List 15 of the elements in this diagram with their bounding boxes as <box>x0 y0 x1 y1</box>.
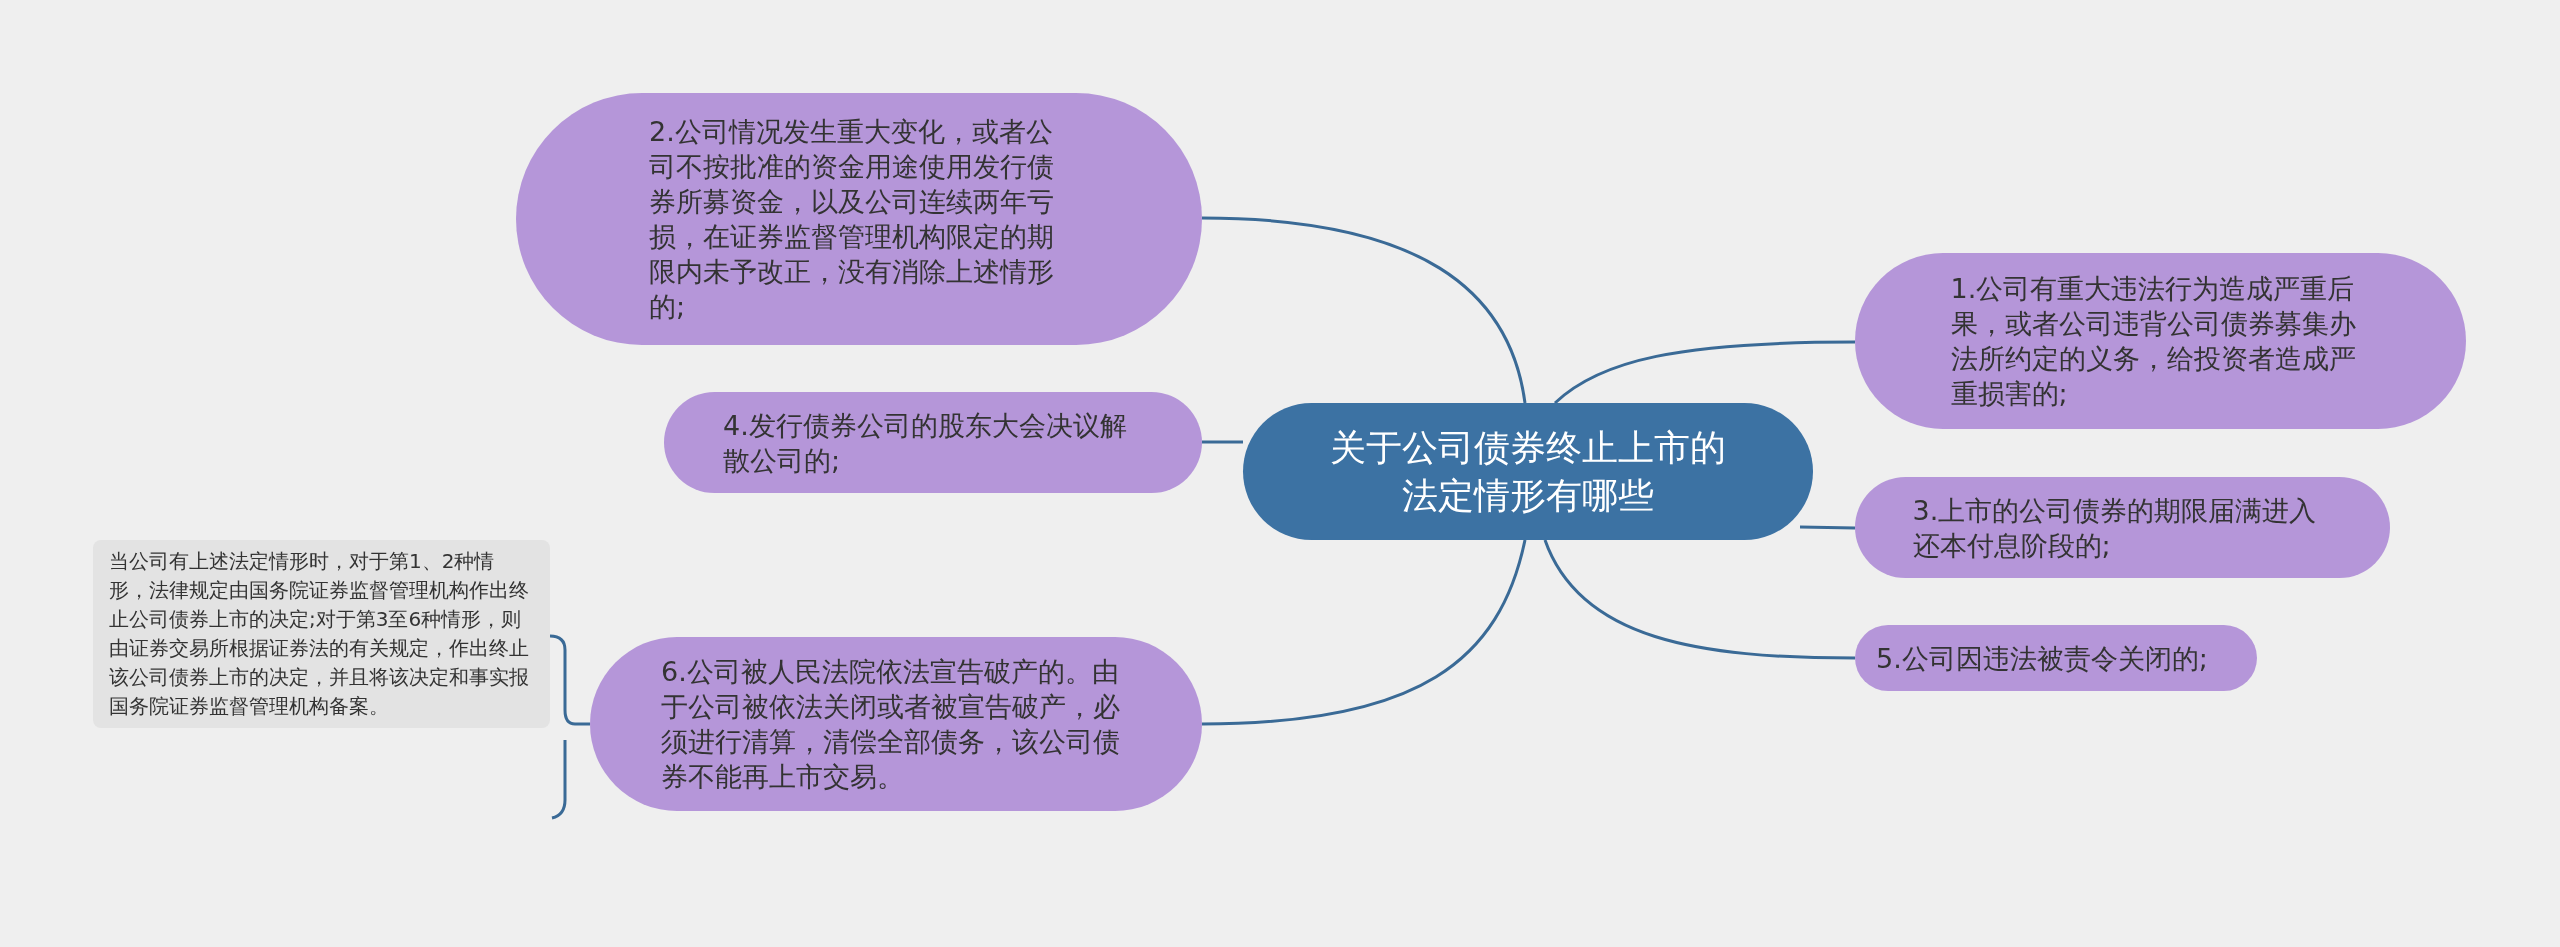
topic-text: 5.公司因违法被责令关闭的; <box>1876 641 2209 676</box>
connector-line <box>1201 539 1527 726</box>
topic-text: 2.公司情况发生重大变化，或者公司不按批准的资金用途使用发行债券所募资金，以及公司连续两年亏损，在证券监督管理机构限定的期限内未予改正，没有消除上述情形的; <box>649 115 1055 324</box>
note-text: 当公司有上述法定情形时，对于第1、2种情形，法律规定由国务院证券监督管理机构作出终止公司债券上市的决定;对于第3至6种情形，则由证券交易所根据证券法的有关规定，作出终止该公司债券上市的决定，并且将该决定和事实报国务院证券监督管理机构备案。 <box>109 548 530 720</box>
connector-line <box>1554 340 1855 405</box>
topic-text: 1.公司有重大违法行为造成严重后果，或者公司违背公司债券募集办法所约定的义务，给投资者造成严重损害的; <box>1950 272 2357 411</box>
connector-line <box>1799 525 1856 530</box>
topic-text: 6.公司被人民法院依法宣告破产的。由于公司被依法关闭或者被宣告破产，必须进行清算，清偿全部债务，该公司债券不能再上市交易。 <box>661 655 1121 794</box>
note-box <box>93 540 550 728</box>
central-topic-text: 关于公司债券终止上市的法定情形有哪些 <box>1329 425 1727 518</box>
connector-line <box>1201 216 1527 404</box>
topic-text: 4.发行债券公司的股东大会决议解散公司的; <box>723 408 1128 478</box>
connector-line <box>1543 539 1855 660</box>
topic-text: 3.上市的公司债券的期限届满进入还本付息阶段的; <box>1912 493 2318 563</box>
connector-line <box>1202 440 1243 444</box>
